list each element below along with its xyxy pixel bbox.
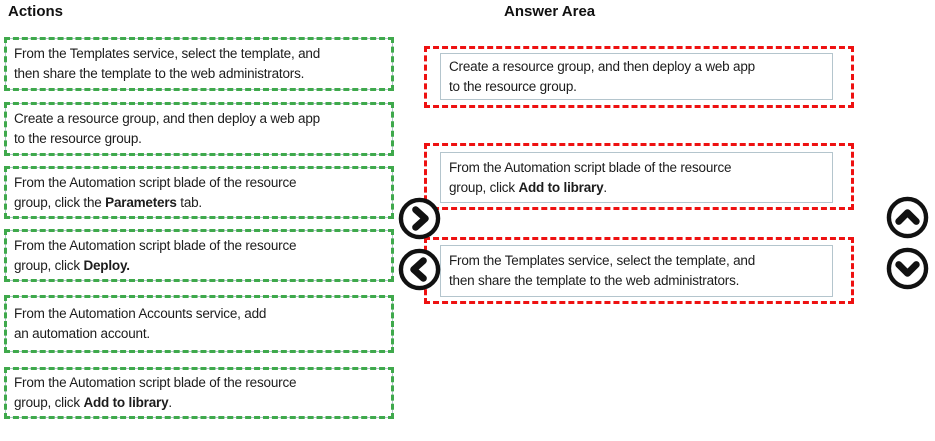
- answer-item[interactable]: Create a resource group, and then deploy…: [440, 53, 833, 100]
- action-item-text: From the Templates service, select the t…: [14, 46, 320, 81]
- move-left-button[interactable]: [398, 248, 441, 291]
- action-item[interactable]: From the Automation Accounts service, ad…: [4, 295, 394, 353]
- action-item[interactable]: Create a resource group, and then deploy…: [4, 102, 394, 156]
- chevron-up-icon: [886, 196, 929, 239]
- answer-item-text: From the Templates service, select the t…: [449, 253, 755, 288]
- answer-slot[interactable]: From the Templates service, select the t…: [424, 237, 854, 304]
- chevron-down-icon: [886, 247, 929, 290]
- action-item-text: From the Automation script blade of the …: [14, 375, 297, 410]
- answer-item[interactable]: From the Templates service, select the t…: [440, 245, 833, 297]
- action-item-text: From the Automation script blade of the …: [14, 237, 297, 273]
- chevron-right-icon: [398, 197, 441, 240]
- move-right-button[interactable]: [398, 197, 441, 240]
- answer-area-header: Answer Area: [504, 3, 596, 20]
- chevron-left-icon: [398, 248, 441, 291]
- answer-item-text: From the Automation script blade of the …: [449, 159, 732, 195]
- action-item-text: From the Automation script blade of the …: [14, 174, 297, 210]
- action-item-text: Create a resource group, and then deploy…: [14, 111, 320, 146]
- answer-item-text: Create a resource group, and then deploy…: [449, 58, 755, 94]
- action-item[interactable]: From the Automation script blade of the …: [4, 229, 394, 282]
- action-item[interactable]: From the Templates service, select the t…: [4, 37, 394, 91]
- action-item[interactable]: From the Automation script blade of the …: [4, 166, 394, 219]
- answer-slot[interactable]: From the Automation script blade of the …: [424, 143, 854, 210]
- answer-item[interactable]: From the Automation script blade of the …: [440, 152, 833, 203]
- actions-header: Actions: [8, 3, 64, 20]
- answer-slot[interactable]: Create a resource group, and then deploy…: [424, 46, 854, 108]
- action-item[interactable]: From the Automation script blade of the …: [4, 367, 394, 419]
- action-item-text: From the Automation Accounts service, ad…: [14, 306, 267, 341]
- move-up-button[interactable]: [886, 196, 929, 239]
- move-down-button[interactable]: [886, 247, 929, 290]
